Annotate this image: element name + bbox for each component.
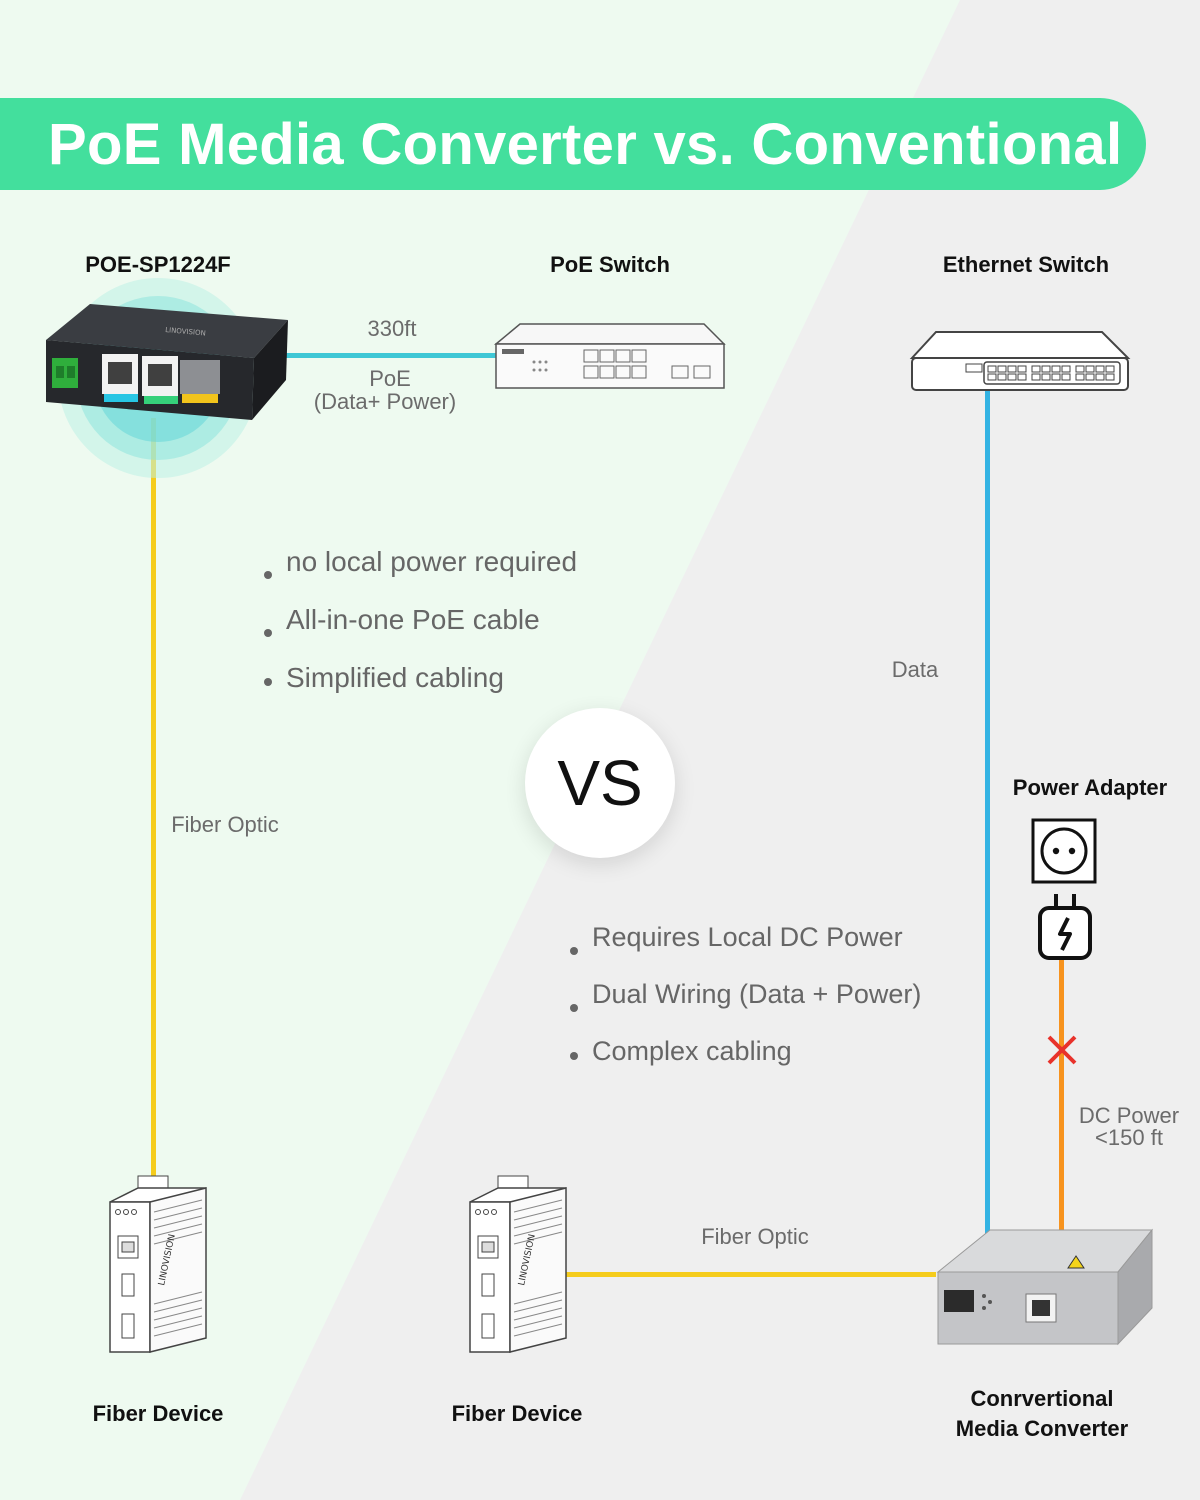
vs-badge: VS <box>525 708 675 858</box>
conventional-media-converter-device <box>936 1228 1154 1346</box>
poe-converter-label: POE-SP1224F <box>85 252 231 277</box>
conventional-drawbacks-list: Requires Local DC Power Dual Wiring (Dat… <box>568 922 921 1076</box>
poe-converter-device: LINOVISION <box>46 278 288 478</box>
fiber-device-left: LINOVISION <box>109 1175 207 1353</box>
power-plug-icon <box>1038 894 1092 960</box>
fiber-optic-label-left: Fiber Optic <box>171 812 279 837</box>
dc-power-label-line1: DC Power <box>1078 1103 1180 1128</box>
fiber-device-left-label: Fiber Device <box>92 1401 224 1426</box>
wall-socket-icon <box>1031 818 1097 884</box>
ethernet-switch-device <box>909 331 1131 391</box>
poe-benefit-item: Simplified cabling <box>262 662 577 702</box>
conventional-drawback-item: Complex cabling <box>568 1036 921 1076</box>
conventional-drawback-item: Requires Local DC Power <box>568 922 921 979</box>
poe-switch-device <box>493 323 726 389</box>
data-label: Data <box>891 657 939 682</box>
poe-converter-brand: LINOVISION <box>165 326 206 338</box>
poe-link-line <box>280 353 496 358</box>
conventional-converter-label-line1: Conrvertional <box>970 1386 1114 1411</box>
dc-power-line <box>1059 960 1064 1240</box>
fiber-line-left <box>151 418 156 1178</box>
data-line <box>985 390 990 1250</box>
poe-type-label-line1: PoE <box>369 366 411 391</box>
poe-type-label-line2: (Data+ Power) <box>313 389 457 414</box>
dc-power-label-line2: <150 ft <box>1095 1125 1163 1150</box>
power-adapter-label: Power Adapter <box>1012 775 1168 800</box>
title-banner: PoE Media Converter vs. Conventional <box>0 98 1146 190</box>
poe-distance-label: 330ft <box>367 316 417 341</box>
poe-benefit-item: All-in-one PoE cable <box>262 604 577 662</box>
poe-switch-label: PoE Switch <box>550 252 670 277</box>
fiber-device-middle-label: Fiber Device <box>451 1401 583 1426</box>
fiber-line-bottom <box>566 1272 936 1277</box>
conventional-drawback-item: Dual Wiring (Data + Power) <box>568 979 921 1036</box>
conventional-converter-label-line2: Media Converter <box>955 1416 1129 1441</box>
fiber-optic-label-bottom: Fiber Optic <box>701 1224 809 1249</box>
poe-benefit-item: no local power required <box>262 546 577 604</box>
ethernet-switch-label: Ethernet Switch <box>942 252 1110 277</box>
cross-mark-icon <box>1047 1035 1077 1065</box>
poe-benefits-list: no local power required All-in-one PoE c… <box>262 546 577 702</box>
page-title: PoE Media Converter vs. Conventional <box>48 111 1123 177</box>
fiber-device-middle: LINOVISION <box>469 1175 567 1353</box>
